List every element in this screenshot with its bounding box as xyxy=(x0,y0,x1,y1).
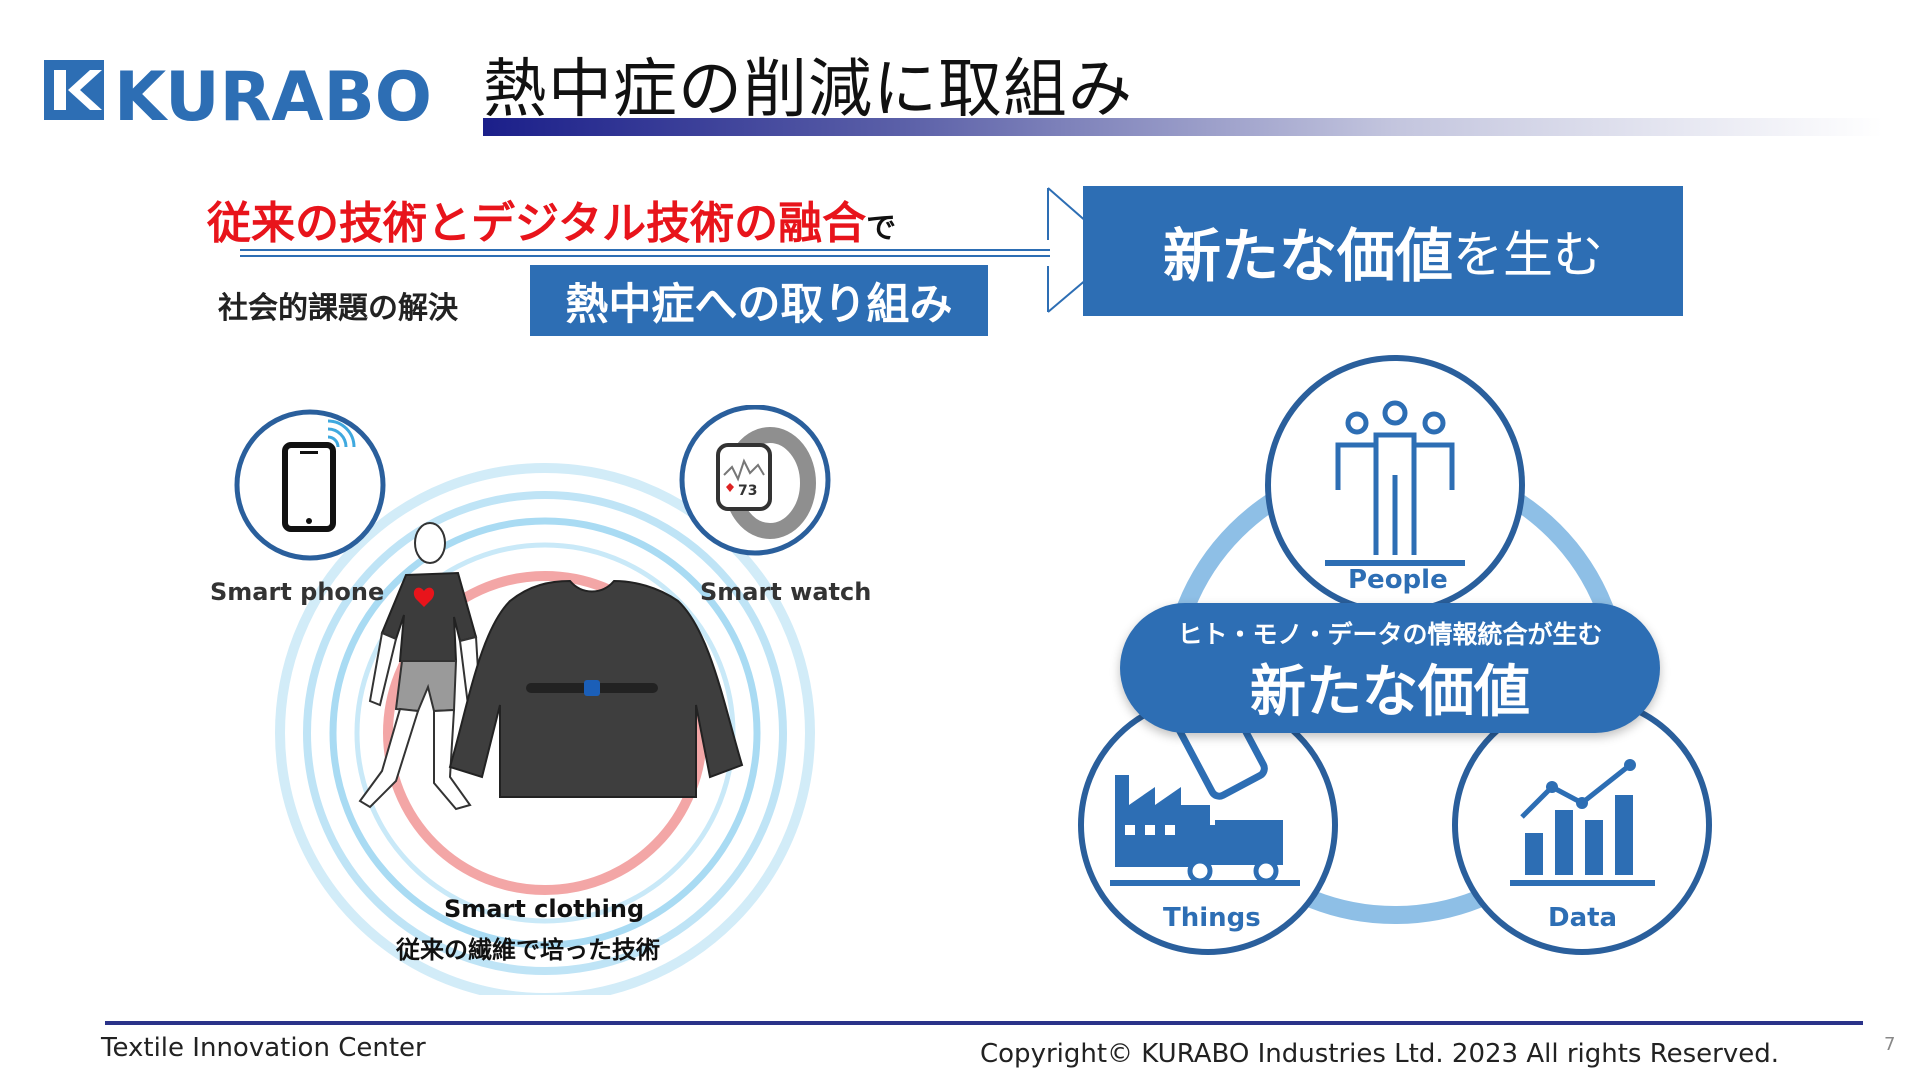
social-issue-label: 社会的課題の解決 xyxy=(218,291,458,326)
heatstroke-box: 熱中症への取り組み xyxy=(530,265,988,336)
pill-subtitle: ヒト・モノ・データの情報統合が生む xyxy=(1177,620,1603,649)
title-gradient-bar xyxy=(483,118,1883,136)
things-label: Things xyxy=(1163,903,1261,933)
fusion-suffix: で xyxy=(866,211,897,246)
kurabo-logo: KURABO xyxy=(44,58,432,132)
people-label: People xyxy=(1348,565,1448,595)
fusion-red-text: 従来の技術とデジタル技術の融合 xyxy=(207,198,867,249)
smart-clothing-label: Smart clothing xyxy=(444,895,645,923)
bar-chart-icon xyxy=(1510,759,1655,886)
new-value-box: 新たな価値を生む xyxy=(1083,186,1683,316)
new-value-pill: ヒト・モノ・データの情報統合が生む 新たな価値 xyxy=(1120,603,1660,733)
smart-shirt-figure xyxy=(448,579,744,798)
page-number: 7 xyxy=(1884,1034,1896,1055)
signal-ring xyxy=(329,517,761,949)
watch-value: 73 xyxy=(738,483,757,499)
new-value-bold: 新たな価値 xyxy=(1162,222,1453,290)
new-value-rest: を生む xyxy=(1453,226,1603,284)
pill-main-text: 新たな価値 xyxy=(1250,660,1530,725)
smart-phone-label: Smart phone xyxy=(210,578,385,606)
walking-person-figure xyxy=(358,522,482,811)
page-title: 熱中症の削減に取組み xyxy=(483,53,1133,127)
smart-watch-label: Smart watch xyxy=(700,578,872,606)
smartwatch-icon: 73 xyxy=(716,427,816,539)
footer-divider xyxy=(105,1021,1863,1025)
traditional-textile-label: 従来の繊維で培った技術 xyxy=(396,936,660,964)
heart-icon xyxy=(413,587,435,607)
signal-ring-outer xyxy=(275,463,815,995)
data-label: Data xyxy=(1548,903,1618,933)
smartphone-icon xyxy=(282,419,356,532)
factory-truck-icon xyxy=(1110,775,1300,886)
smart-wear-illustration: 73 xyxy=(234,405,831,995)
people-icon xyxy=(1325,400,1465,566)
footer-copyright: Copyright© KURABO Industries Ltd. 2023 A… xyxy=(980,1039,1780,1069)
fusion-headline: 従来の技術とデジタル技術の融合で xyxy=(207,187,896,251)
signal-ring xyxy=(303,491,787,975)
logo-text: KURABO xyxy=(114,58,432,132)
footer-org: Textile Innovation Center xyxy=(101,1033,426,1063)
